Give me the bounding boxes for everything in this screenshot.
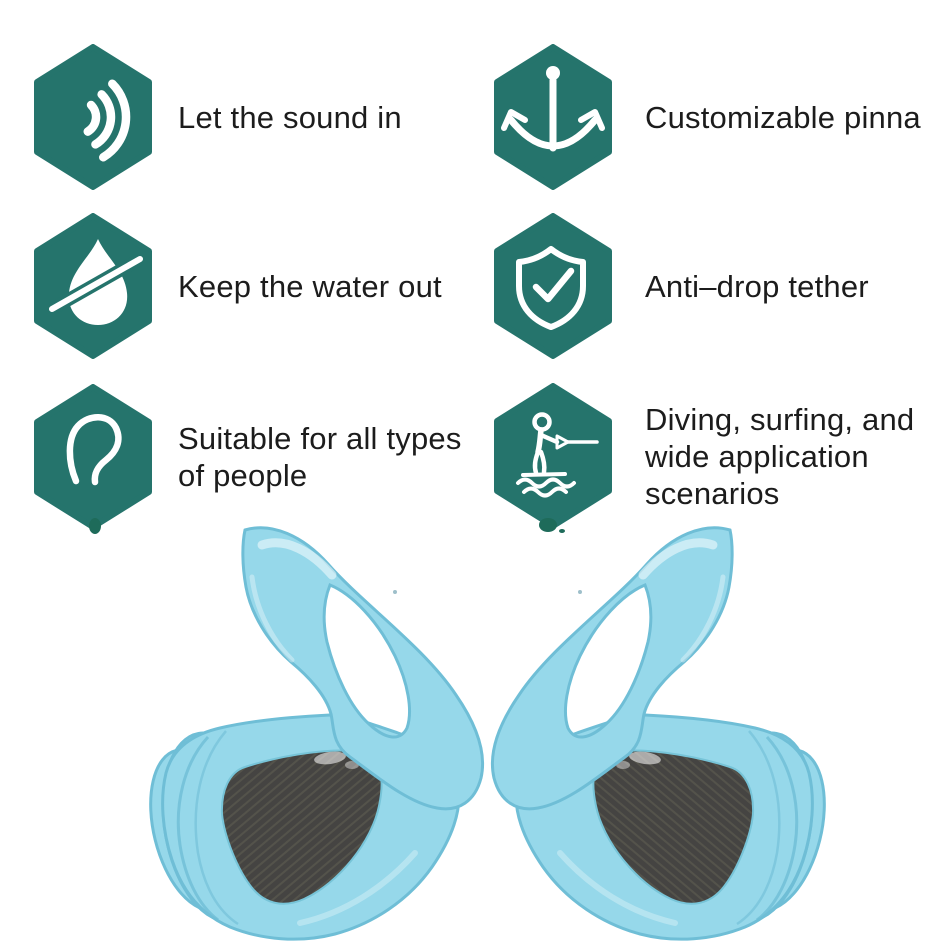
anchor-icon: [494, 44, 612, 190]
feature-anti-drop-tether: Anti–drop tether: [494, 213, 869, 359]
feature-label: Diving, surfing, and wide application sc…: [645, 401, 915, 511]
earplugs-product-photo: [89, 518, 950, 950]
ear-icon: [34, 384, 152, 530]
feature-customizable-pinna: Customizable pinna: [494, 44, 921, 190]
debris-speck: [559, 529, 565, 533]
feature-label: Customizable pinna: [645, 99, 921, 135]
left-earplug: [135, 528, 482, 939]
water-skier-icon: [494, 383, 612, 529]
feature-label: Keep the water out: [178, 268, 442, 304]
sound-waves-icon: [34, 44, 152, 190]
feature-let-the-sound-in: Let the sound in: [34, 44, 402, 190]
feature-suitable-for-all: Suitable for all types of people: [34, 384, 462, 530]
feature-label: Anti–drop tether: [645, 268, 869, 304]
feature-keep-the-water-out: Keep the water out: [34, 213, 442, 359]
feature-label: Let the sound in: [178, 99, 402, 135]
feature-label: Suitable for all types of people: [178, 421, 462, 493]
debris-speck: [539, 518, 557, 532]
water-drop-slash-icon: [34, 213, 152, 359]
debris-speck: [89, 518, 101, 534]
shield-check-icon: [494, 213, 612, 359]
right-earplug: [492, 528, 839, 939]
feature-wide-application: Diving, surfing, and wide application sc…: [494, 383, 914, 529]
